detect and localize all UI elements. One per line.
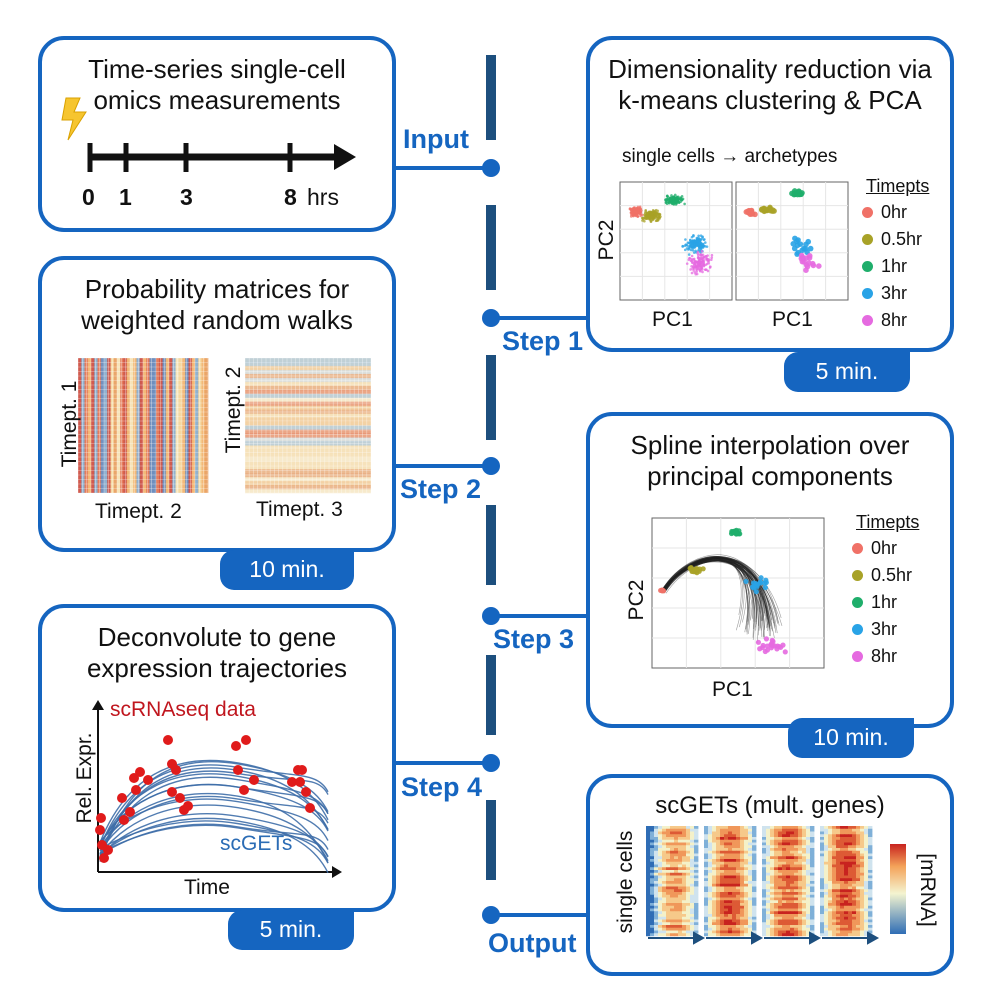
deconv-xlabel: Time	[184, 876, 230, 899]
pca-scatter-archetypes	[735, 181, 849, 301]
pca-ylabel: PC2	[595, 219, 618, 261]
lightning-icon	[61, 97, 87, 141]
step-4-label: Step 4	[401, 772, 483, 802]
heatmap-arrows	[648, 931, 880, 945]
probability-matrix-right	[244, 357, 372, 494]
legend-item: 0hr	[852, 538, 897, 559]
legend-dot	[852, 570, 863, 581]
mrna-colorbar	[890, 844, 906, 934]
legend-item: 0.5hr	[862, 229, 922, 250]
legend-dot	[862, 207, 873, 218]
matrices-time-badge: 10 min.	[220, 550, 354, 590]
tick-8: 8	[284, 184, 297, 210]
step-output-label: Output	[488, 928, 577, 958]
time-axis-arrow	[87, 143, 356, 172]
pca-title-line2: k-means clustering & PCA	[618, 85, 922, 115]
spline-xlabel: PC1	[712, 678, 753, 701]
legend-item: 1hr	[852, 592, 897, 613]
pca-xlabel-right: PC1	[772, 308, 813, 331]
legend-dot	[862, 234, 873, 245]
spline-ylabel: PC2	[625, 579, 648, 621]
legend-item: 8hr	[852, 646, 897, 667]
deconv-ylabel: Rel. Expr.	[73, 732, 96, 824]
legend-label: 0.5hr	[871, 565, 913, 585]
legend-label: 1hr	[881, 256, 908, 276]
spline-title-line1: Spline interpolation over	[630, 430, 910, 460]
legend-item: 0.5hr	[852, 565, 912, 586]
matrix-left-ylabel: Timept. 1	[58, 380, 81, 468]
legend-item: 3hr	[862, 283, 907, 304]
deconv-curve-label: scGETs	[220, 832, 293, 855]
trajectory-plot	[92, 700, 342, 878]
tick-0: 0	[82, 184, 95, 210]
colorbar-label: [mRNA]	[916, 853, 939, 927]
legend-label: 8hr	[881, 310, 908, 330]
legend-label: 0.5hr	[881, 229, 923, 249]
deconv-title-line2: expression trajectories	[86, 653, 348, 683]
matrices-title-line2: weighted random walks	[81, 305, 353, 335]
input-title-line1: Time-series single-cell	[88, 54, 346, 84]
legend-dot	[862, 315, 873, 326]
matrix-right-ylabel: Timept. 2	[222, 366, 245, 454]
spline-trajectory-plot	[651, 517, 825, 669]
legend-item: 8hr	[862, 310, 907, 331]
tick-3: 3	[180, 184, 193, 210]
legend-label: 1hr	[871, 592, 898, 612]
legend-item: 0hr	[862, 202, 907, 223]
deconv-time-badge: 5 min.	[228, 910, 354, 950]
matrix-right-xlabel: Timept. 3	[256, 498, 343, 521]
legend-label: 3hr	[871, 619, 898, 639]
legend-dot	[852, 597, 863, 608]
pca-subtitle: single cells → archetypes	[622, 146, 838, 167]
scget-heatmaps	[646, 826, 873, 937]
output-ylabel: single cells	[614, 830, 637, 934]
pca-title-line1: Dimensionality reduction via	[608, 54, 932, 84]
step-2-label: Step 2	[400, 474, 482, 504]
input-panel: Time-series single-cell omics measuremen…	[38, 36, 396, 232]
spline-time-badge: 10 min.	[788, 718, 914, 758]
pca-legend-title: Timepts	[866, 176, 930, 196]
step-1-label: Step 1	[502, 326, 584, 356]
legend-dot	[852, 651, 863, 662]
legend-item: 1hr	[862, 256, 907, 277]
pca-scatter-cells	[619, 181, 733, 301]
output-title: scGETs (mult. genes)	[655, 792, 885, 819]
matrices-title-line1: Probability matrices for	[84, 274, 350, 304]
deconv-title-line1: Deconvolute to gene	[97, 622, 337, 652]
deconv-data-label: scRNAseq data	[110, 698, 256, 721]
spline-title-line2: principal components	[647, 461, 893, 491]
input-title-line2: omics measurements	[93, 85, 341, 115]
pca-time-badge: 5 min.	[784, 352, 910, 392]
legend-label: 3hr	[881, 283, 908, 303]
tick-unit: hrs	[307, 184, 339, 210]
step-input-label: Input	[403, 124, 469, 154]
legend-dot	[852, 624, 863, 635]
legend-item: 3hr	[852, 619, 897, 640]
spline-legend-title: Timepts	[856, 512, 920, 532]
legend-dot	[862, 261, 873, 272]
matrix-left-xlabel: Timept. 2	[95, 500, 182, 523]
legend-label: 0hr	[881, 202, 908, 222]
legend-dot	[862, 288, 873, 299]
probability-matrix-left	[77, 357, 209, 494]
legend-label: 0hr	[871, 538, 898, 558]
pca-xlabel-left: PC1	[652, 308, 693, 331]
tick-1: 1	[119, 184, 132, 210]
legend-label: 8hr	[871, 646, 898, 666]
legend-dot	[852, 543, 863, 554]
step-3-label: Step 3	[493, 624, 575, 654]
